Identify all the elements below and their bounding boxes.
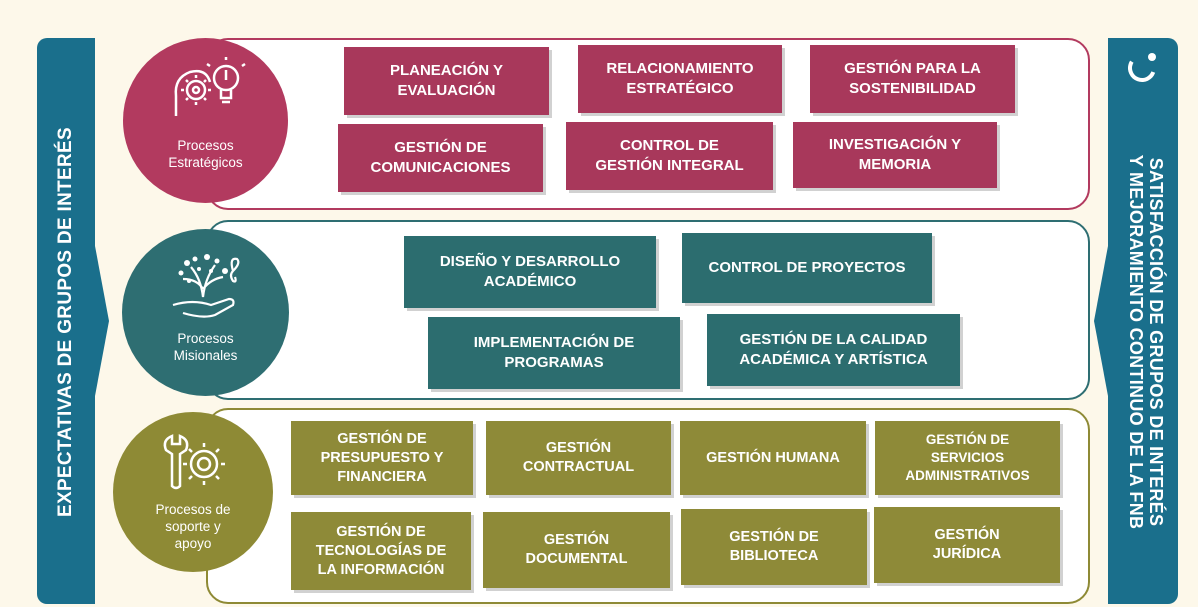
strategic-label-line2: Estratégicos [168,155,243,170]
box-line2: COMUNICACIONES [370,159,511,176]
support-label-line3: apoyo [174,536,212,551]
box-line2: PRESUPUESTO Y [320,449,444,466]
box-line2: ESTRATÉGICO [626,80,734,97]
process-box-control-proyectos: CONTROL DE PROYECTOS [682,233,932,303]
process-box-sostenibilidad: GESTIÓN PARA LA SOSTENIBILIDAD [810,45,1015,113]
box-line3: LA INFORMACIÓN [317,561,445,578]
box-line1: RELACIONAMIENTO [606,60,754,77]
strategy-gear-bulb-icon [174,57,246,116]
process-box-juridica: GESTIÓN JURÍDICA [874,507,1060,583]
box-line1: GESTIÓN HUMANA [706,449,840,466]
box-line3: FINANCIERA [337,468,427,485]
box-line1: GESTIÓN [934,527,1000,543]
missional-circle: Procesos Misionales [122,229,289,396]
process-box-control-gestion: CONTROL DE GESTIÓN INTEGRAL [566,122,773,190]
box-line1: GESTIÓN DE LA CALIDAD [739,331,928,348]
box-line2: SERVICIOS [930,450,1005,465]
process-box-biblioteca: GESTIÓN DE BIBLIOTECA [681,509,867,585]
box-line2: TECNOLOGÍAS DE [315,542,447,559]
box-line2: BIBLIOTECA [729,548,819,564]
wrench-gear-icon [163,434,225,490]
left-banner [37,38,109,604]
right-banner-line2: Y MEJORAMIENTO CONTINUO DE LA FNB [1126,154,1146,530]
missional-label-line2: Misionales [173,348,238,363]
box-line2: CONTRACTUAL [522,459,635,475]
missional-label-line1: Procesos [177,331,234,346]
box-line3: ADMINISTRATIVOS [905,468,1030,483]
box-line2: PROGRAMAS [504,354,604,371]
process-box-diseno: DISEÑO Y DESARROLLO ACADÉMICO [404,236,656,308]
box-line1: GESTIÓN DE [337,430,427,447]
box-line1: GESTIÓN [545,440,612,456]
box-line1: CONTROL DE [620,137,719,154]
right-banner-line1: SATISFACCIÓN DE GRUPOS DE INTERÉS [1146,157,1166,527]
box-line2: ACADÉMICA Y ARTÍSTICA [739,351,928,368]
box-line2: GESTIÓN INTEGRAL [595,157,744,174]
strategic-label-line1: Procesos [177,138,234,153]
process-box-investigacion: INVESTIGACIÓN Y MEMORIA [793,122,997,188]
box-line1: IMPLEMENTACIÓN DE [473,334,635,351]
strategic-label: Procesos Estratégicos [123,137,288,171]
right-banner [1094,38,1178,604]
box-line2: JURÍDICA [932,546,1002,562]
right-banner-text: SATISFACCIÓN DE GRUPOS DE INTERÉS Y MEJO… [1126,155,1166,530]
box-line1: GESTIÓN [543,532,610,548]
support-circle: Procesos de soporte y apoyo [113,412,273,572]
box-line1: GESTIÓN DE [925,432,1010,447]
box-line1: GESTIÓN DE [729,529,819,545]
box-line2: ACADÉMICO [483,273,577,290]
process-box-implementacion: IMPLEMENTACIÓN DE PROGRAMAS [428,317,680,389]
support-label-line2: soporte y [165,519,221,534]
process-box-comunicaciones: GESTIÓN DE COMUNICACIONES [338,124,543,192]
box-line1: DISEÑO Y DESARROLLO [439,253,621,270]
box-line2: SOSTENIBILIDAD [849,80,976,97]
process-box-calidad: GESTIÓN DE LA CALIDAD ACADÉMICA Y ARTÍSTI… [707,314,960,386]
missional-label: Procesos Misionales [122,330,289,364]
box-line1: INVESTIGACIÓN Y [828,136,962,153]
support-label-line1: Procesos de [155,502,231,517]
fnb-logo-icon [1128,53,1156,82]
box-line1: GESTIÓN DE [394,139,487,156]
process-box-servicios: GESTIÓN DE SERVICIOS ADMINISTRATIVOS [875,421,1060,495]
box-line2: DOCUMENTAL [525,551,628,567]
box-line1: GESTIÓN DE [336,523,426,540]
process-box-humana: GESTIÓN HUMANA [680,421,866,495]
hand-tree-music-icon [172,254,239,318]
left-banner-text: EXPECTATIVAS DE GRUPOS DE INTERÉS [55,127,76,517]
support-label: Procesos de soporte y apoyo [113,501,273,552]
box-line1: CONTROL DE PROYECTOS [708,259,906,276]
box-line2: EVALUACIÓN [397,82,496,99]
process-box-presupuesto: GESTIÓN DE PRESUPUESTO Y FINANCIERA [291,421,473,495]
process-box-relacionamiento: RELACIONAMIENTO ESTRATÉGICO [578,45,782,113]
process-box-tecnologias: GESTIÓN DE TECNOLOGÍAS DE LA INFORMACIÓN [291,512,471,590]
box-line1: PLANEACIÓN Y [389,62,504,79]
process-box-documental: GESTIÓN DOCUMENTAL [483,512,670,588]
process-box-planeacion: PLANEACIÓN Y EVALUACIÓN [344,47,549,115]
box-line1: GESTIÓN PARA LA [844,60,981,77]
box-line2: MEMORIA [858,156,932,173]
process-box-contractual: GESTIÓN CONTRACTUAL [486,421,671,495]
strategic-circle: Procesos Estratégicos [123,38,288,203]
